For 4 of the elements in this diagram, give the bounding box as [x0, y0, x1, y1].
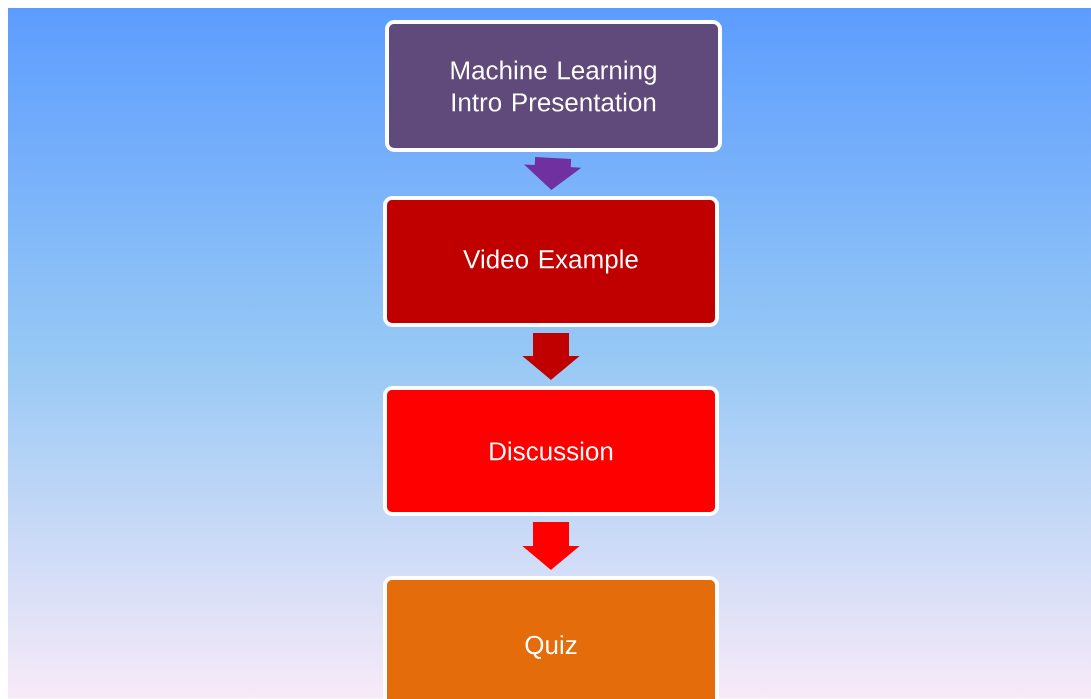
process-box: Machine Learning Intro Presentation	[385, 20, 722, 152]
process-box: Video Example	[383, 196, 719, 327]
process-box: Quiz	[383, 576, 719, 699]
process-box: Discussion	[383, 386, 719, 516]
